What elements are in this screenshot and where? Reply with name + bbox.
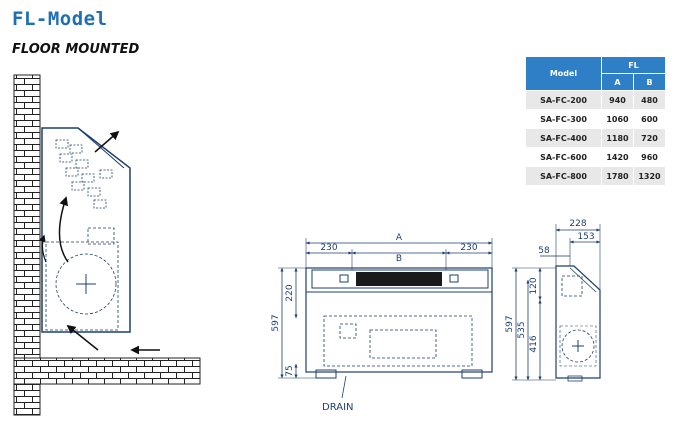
unit-casing	[41, 127, 131, 333]
model-cell: SA-FC-400	[525, 128, 602, 148]
dim-a-label: A	[396, 233, 403, 243]
side-body	[555, 265, 601, 379]
model-cell: SA-FC-300	[525, 109, 602, 129]
installation-section-drawing	[13, 74, 201, 416]
b-cell: 720	[633, 128, 666, 148]
dim-58-label: 58	[538, 246, 550, 256]
dim-597-side-label: 597	[505, 315, 515, 332]
b-cell: 480	[633, 90, 666, 110]
dim-bottom-label: 75	[285, 365, 295, 376]
airflow-arrow	[58, 196, 69, 263]
table-row: SA-FC-200 940 480	[525, 90, 666, 110]
model-header: Model	[525, 56, 602, 91]
dim-416-label: 416	[529, 335, 539, 352]
table-row: SA-FC-800 1780 1320	[525, 166, 666, 186]
b-cell: 600	[633, 109, 666, 129]
front-view-drawing: A B 230 230 597 220 75 DRAIN	[271, 233, 493, 413]
airflow-arrow	[66, 324, 99, 351]
side-view-drawing: 228 153 58 597 535 416 120	[505, 219, 601, 382]
front-body	[305, 267, 493, 373]
airflow-arrow	[94, 130, 120, 153]
drain-label: DRAIN	[322, 402, 354, 413]
col-b-header: B	[633, 73, 666, 91]
page-subtitle: FLOOR MOUNTED	[12, 42, 140, 57]
model-cell: SA-FC-800	[525, 166, 602, 186]
dim-228-label: 228	[569, 219, 586, 229]
table-row: SA-FC-300 1060 600	[525, 109, 666, 129]
dim-535-label: 535	[517, 321, 527, 338]
front-grille	[356, 272, 442, 286]
fan	[55, 253, 117, 315]
airflow-arrow	[38, 234, 47, 263]
table-row: SA-FC-400 1180 720	[525, 128, 666, 148]
spec-table: Model FL A B SA-FC-200 940 480 SA-FC-300…	[525, 56, 666, 186]
a-cell: 1780	[601, 166, 634, 186]
floor-brick	[13, 357, 201, 385]
dim-153-label: 153	[577, 232, 594, 242]
dim-b-label: B	[396, 254, 402, 264]
model-cell: SA-FC-200	[525, 90, 602, 110]
model-cell: SA-FC-600	[525, 147, 602, 167]
dim-right-label: 230	[460, 243, 477, 253]
a-cell: 1420	[601, 147, 634, 167]
dim-120-label: 120	[529, 277, 539, 294]
page-title: FL-Model	[12, 8, 108, 30]
dim-height-label: 597	[271, 314, 281, 331]
dim-left-label: 230	[320, 243, 337, 253]
a-cell: 1060	[601, 109, 634, 129]
coil	[55, 139, 113, 209]
b-cell: 1320	[633, 166, 666, 186]
dim-top-label: 220	[285, 284, 295, 301]
